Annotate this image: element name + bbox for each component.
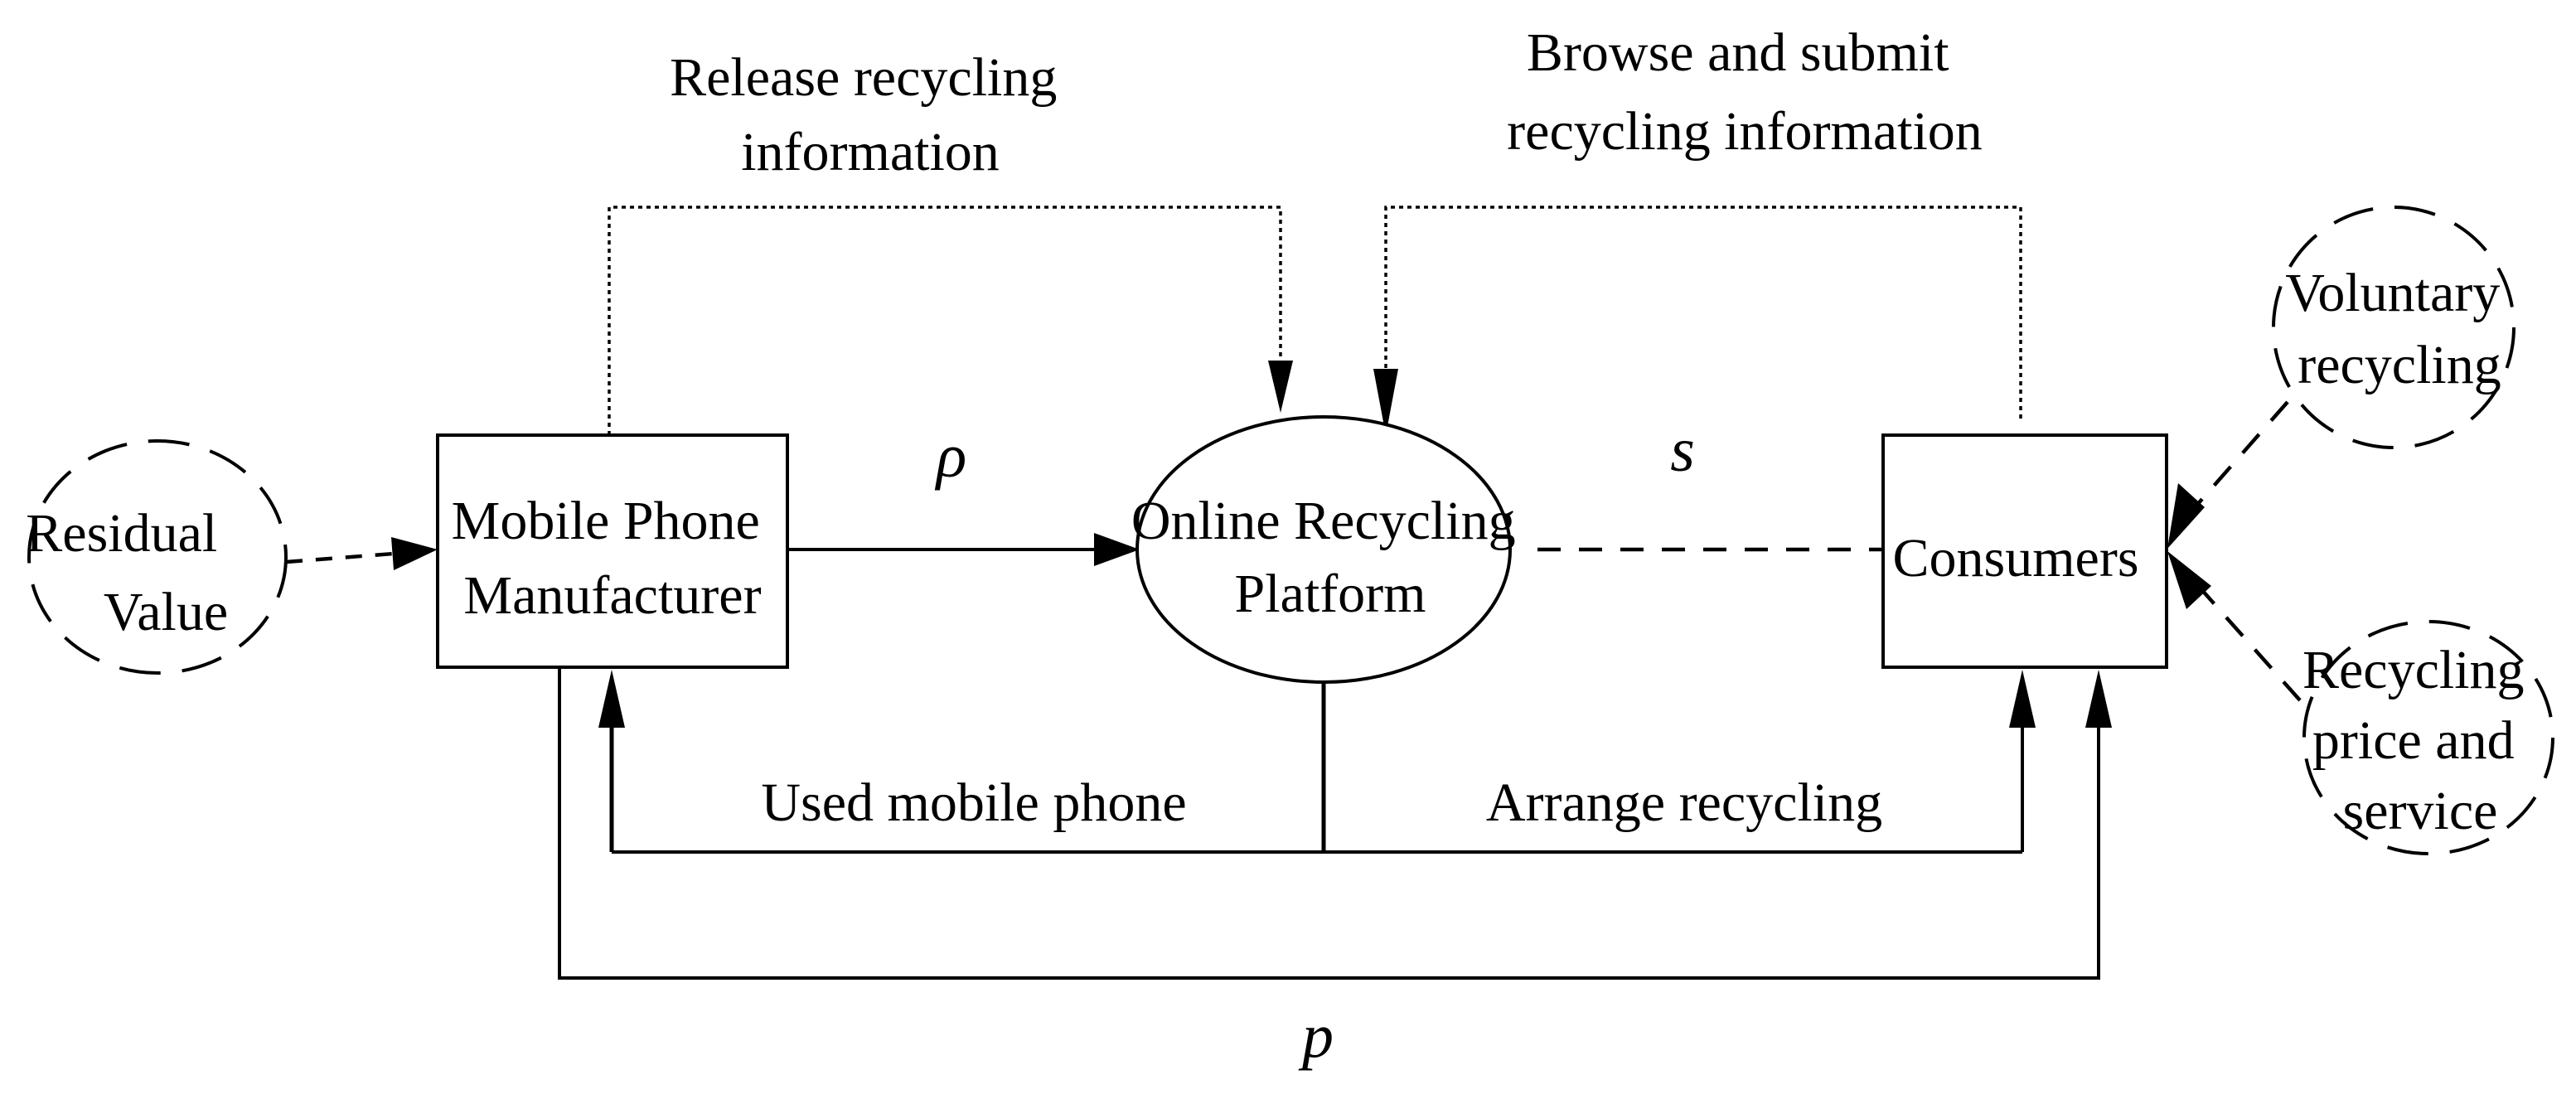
s-symbol: s: [1670, 415, 1695, 485]
release-info-arrowhead: [1268, 361, 1293, 413]
browse-submit-dotted-line: [1384, 206, 2022, 419]
consumers-box: [1881, 433, 2168, 669]
voluntary-dashed-line: [2195, 400, 2289, 507]
price-service-label-line-1: Recycling: [2302, 640, 2525, 700]
platform-ellipse: [1135, 415, 1512, 684]
browse-submit-label: Browse and submit recycling information: [1507, 22, 1983, 162]
consumers-label-line-1: Consumers: [1893, 528, 2139, 588]
platform-label: Online Recycling Platform: [1131, 491, 1529, 624]
p-flow-line: [558, 667, 2100, 980]
browse-submit-label-line-1: Browse and submit: [1527, 22, 1949, 83]
voluntary-recycling-label-line-2: recycling: [2298, 335, 2501, 395]
release-info-label-line-2: information: [741, 122, 1000, 182]
arrange-recycling-arrowhead: [2009, 670, 2036, 728]
voluntary-arrowhead: [2167, 483, 2205, 549]
price-service-label-line-3: service: [2343, 781, 2498, 841]
rho-arrowhead: [1094, 533, 1140, 566]
arrange-recycling-label: Arrange recycling: [1486, 772, 1882, 833]
price-service-ellipse: [2302, 620, 2554, 855]
p-arrowhead: [2085, 670, 2112, 728]
residual-arrowhead: [391, 537, 438, 570]
residual-value-label: Residual Value: [26, 503, 230, 642]
residual-dashed-line: [285, 551, 395, 564]
release-info-label-line-1: Release recycling: [670, 47, 1057, 108]
voluntary-recycling-label-line-1: Voluntary: [2285, 263, 2500, 323]
manufacturer-label-line-1: Mobile Phone: [452, 491, 760, 551]
manufacturer-box: [436, 433, 789, 669]
manufacturer-label-line-2: Manufacturer: [463, 565, 761, 626]
residual-value-label-line-2: Value: [104, 582, 228, 642]
manufacturer-label: Mobile Phone Manufacturer: [452, 491, 774, 626]
price-service-arrowhead: [2167, 551, 2211, 609]
rho-symbol: ρ: [935, 421, 966, 491]
residual-value-label-line-1: Residual: [26, 503, 217, 564]
browse-submit-arrowhead: [1373, 369, 1398, 435]
used-phone-label: Used mobile phone: [761, 772, 1186, 833]
release-info-dotted-line: [608, 206, 1282, 435]
price-service-label: Recycling price and service: [2302, 640, 2538, 841]
platform-label-line-2: Platform: [1235, 564, 1426, 624]
release-info-label: Release recycling information: [670, 47, 1071, 182]
voluntary-recycling-label: Voluntary recycling: [2285, 263, 2514, 395]
price-service-label-line-2: price and: [2312, 710, 2515, 771]
browse-submit-label-line-2: recycling information: [1507, 101, 1983, 162]
residual-value-ellipse: [27, 439, 288, 675]
consumers-label: Consumers: [1893, 528, 2139, 588]
price-service-dashed-line: [2199, 587, 2302, 702]
platform-label-line-1: Online Recycling: [1131, 491, 1516, 551]
voluntary-recycling-ellipse: [2272, 206, 2515, 449]
p-symbol: p: [1298, 1001, 1334, 1071]
used-phone-arrowhead: [598, 670, 625, 728]
